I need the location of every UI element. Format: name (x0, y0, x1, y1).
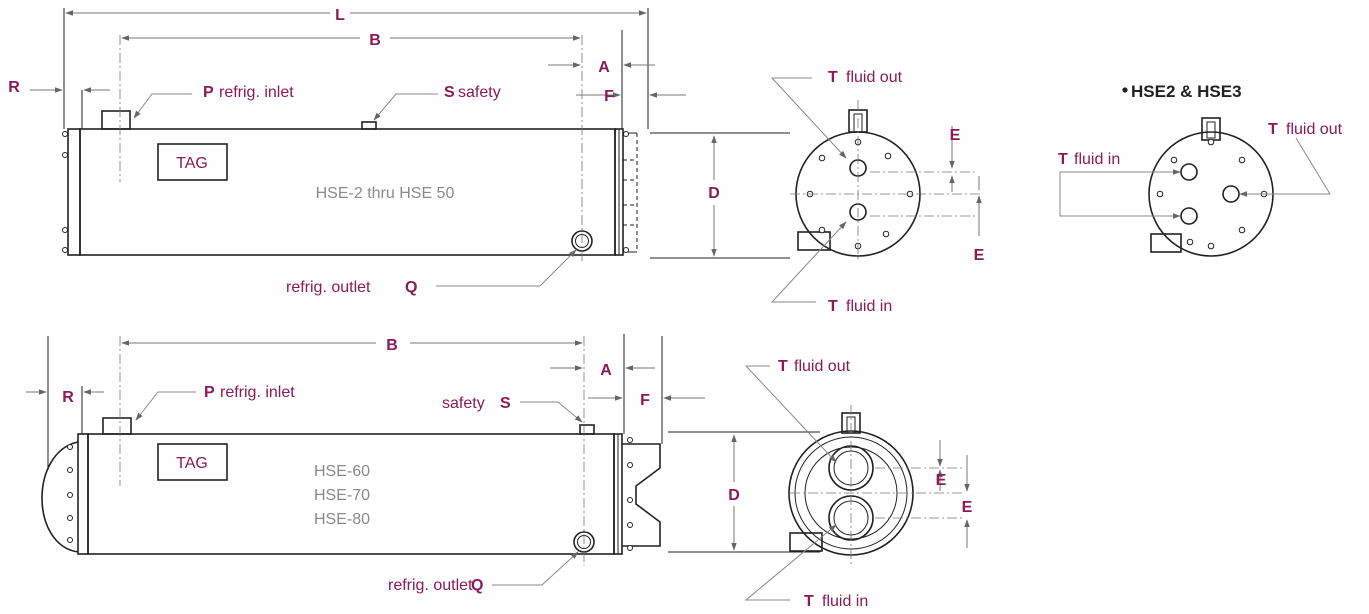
top-model-label: HSE-2 thru HSE 50 (316, 185, 455, 202)
variant-fluid-in-text: fluid in (1074, 151, 1120, 168)
bottom-outlet-letter: Q (471, 577, 483, 594)
bottom-inlet-nozzle (102, 417, 132, 435)
top-inlet-nozzle (101, 110, 131, 130)
bottom-model-line-2: HSE-70 (314, 487, 370, 504)
top-dim-l-label: L (335, 7, 345, 24)
variant-fluid-out-text: fluid out (1286, 121, 1343, 138)
top-fluid-out-letter: T (828, 69, 838, 86)
top-safety-text: safety (458, 84, 501, 101)
bottom-dim-b-label: B (386, 337, 398, 354)
bottom-left-head (41, 441, 79, 553)
bottom-outlet-text: refrig. outlet (388, 577, 473, 594)
variant-port-in-upper (1180, 163, 1198, 181)
top-safety-letter: S (444, 84, 455, 101)
top-tag-plate (157, 143, 228, 181)
hse2-hse3-end-view: HSE2 & HSE3 T fluid in T fluid out (1058, 82, 1343, 257)
bottom-side-view: B A F R D P refrig. inlet safety S refri… (26, 334, 820, 594)
bottom-tag-label: TAG (176, 455, 208, 472)
top-dim-b-label: B (369, 32, 381, 49)
bottom-safety-text: safety (442, 395, 485, 412)
top-inlet-text: refrig. inlet (219, 84, 294, 101)
bottom-dim-f-label: F (640, 392, 650, 409)
top-outlet-letter: Q (405, 279, 417, 296)
bottom-dim-r-label: R (62, 389, 74, 406)
bottom-safety-letter: S (500, 395, 511, 412)
top-end-view: E E T fluid out T fluid in (770, 69, 985, 315)
bottom-inlet-text: refrig. inlet (220, 384, 295, 401)
bottom-end-view: E E T fluid out T fluid in (744, 358, 973, 610)
top-fluid-in-text: fluid in (846, 298, 892, 315)
top-end-dim-e2: E (974, 247, 985, 264)
top-dim-d-label: D (708, 185, 720, 202)
top-dim-r-label: R (8, 79, 20, 96)
bottom-inlet-letter: P (204, 384, 215, 401)
variant-port-in-lower (1180, 207, 1198, 225)
bottom-tag-plate (157, 443, 228, 481)
bottom-end-dim-e1: E (936, 472, 947, 489)
top-inlet-letter: P (203, 84, 214, 101)
top-side-view: L B A F R D P refrig. inlet S safety ref… (8, 7, 790, 296)
variant-fluid-out-letter: T (1268, 121, 1278, 138)
bottom-fluid-in-letter: T (804, 593, 814, 610)
bottom-fluid-out-letter: T (778, 358, 788, 375)
top-safety-nozzle (361, 121, 377, 130)
bottom-right-head (622, 443, 661, 547)
bottom-fluid-in-text: fluid in (822, 593, 868, 610)
variant-fluid-in-letter: T (1058, 151, 1068, 168)
variant-port-out (1222, 185, 1240, 203)
bottom-model-line-3: HSE-80 (314, 511, 370, 528)
top-fluid-in-letter: T (828, 298, 838, 315)
bottom-dim-d-label: D (728, 487, 740, 504)
top-outlet-text: refrig. outlet (286, 279, 371, 296)
top-tag-label: TAG (176, 155, 208, 172)
bottom-safety-nozzle (579, 424, 595, 435)
bottom-fluid-out-text: fluid out (794, 358, 851, 375)
variant-heading: HSE2 & HSE3 (1131, 82, 1242, 101)
bottom-dim-a-label: A (600, 362, 612, 379)
top-left-flange (67, 128, 81, 256)
top-fluid-out-text: fluid out (846, 69, 903, 86)
bottom-end-dim-e2: E (962, 499, 973, 516)
top-end-dim-e1: E (950, 127, 961, 144)
bottom-model-line-1: HSE-60 (314, 463, 370, 480)
top-dim-a-label: A (598, 59, 610, 76)
top-dim-f-label: F (604, 88, 614, 105)
